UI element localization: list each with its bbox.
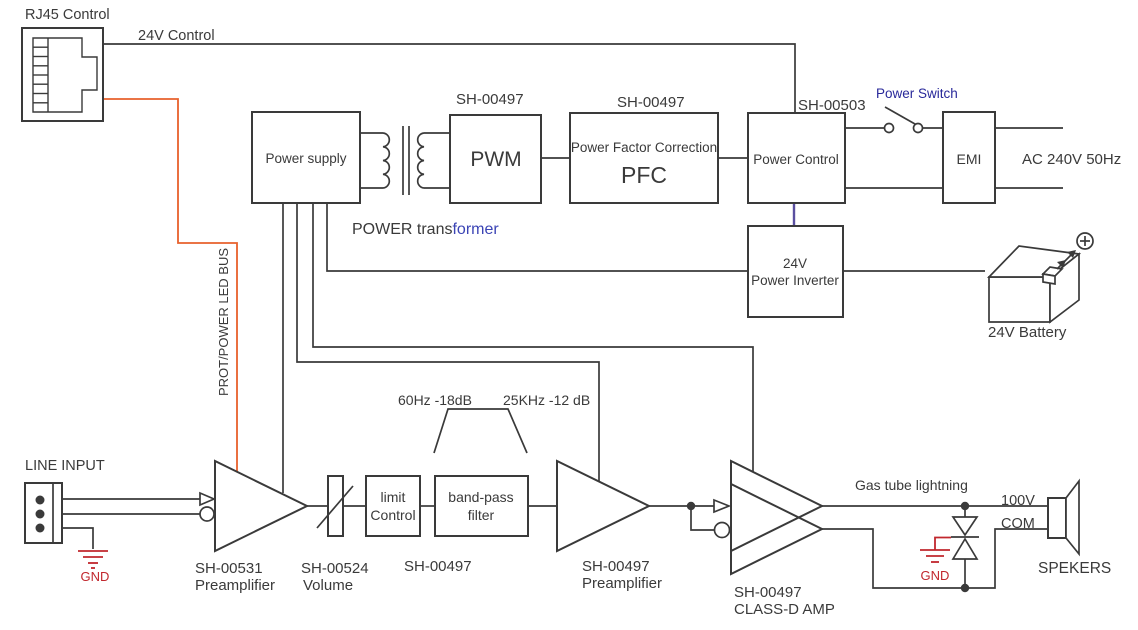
classd-label: CLASS-D AMP	[734, 601, 835, 618]
preamp2-triangle	[556, 459, 652, 553]
input-pin-1	[35, 495, 45, 505]
preamp1-inverting-input-circle	[199, 506, 215, 522]
volume-part-label: SH-00524	[301, 560, 369, 577]
bandpass-filter-box	[434, 475, 529, 537]
pwm-label: PWM	[470, 148, 521, 171]
transformer-secondary-winding	[416, 132, 425, 189]
preamp1-noninverting-input-arrow	[199, 491, 217, 507]
wire-rail-classd	[312, 203, 754, 472]
power-supply-box	[251, 111, 361, 204]
speaker-cone	[1065, 478, 1080, 557]
classd-amp-triangles	[730, 459, 825, 576]
preamp1-part-label: SH-00531	[195, 560, 263, 577]
wire-rail-inverter	[326, 203, 748, 272]
limit-label-line2: Control	[370, 507, 415, 523]
power-control-part-label: SH-00503	[798, 97, 866, 114]
power-control-box	[747, 112, 846, 204]
power-switch-symbol	[883, 106, 924, 134]
led-bus-label: PROT/POWER LED BUS	[216, 248, 231, 396]
emi-label: EMI	[957, 151, 982, 167]
pfc-label-line2: PFC	[621, 162, 667, 188]
classd-triangle-2	[730, 482, 825, 576]
ac-mains-label: AC 240V 50Hz	[1022, 151, 1121, 168]
battery-label: 24V Battery	[988, 324, 1067, 341]
input-gnd-label: GND	[81, 569, 110, 584]
gas-tube-upper-triangle	[951, 516, 979, 537]
power-inverter-box	[747, 225, 844, 318]
limit-label-line1: limit	[381, 489, 406, 505]
wire-24v-control	[103, 43, 796, 113]
limit-control-box	[365, 475, 421, 537]
input-pin-3	[35, 523, 45, 533]
wire-preamp2-classd-inverted	[690, 506, 714, 531]
bandpass-label-line1: band-pass	[448, 489, 513, 505]
battery-side-face	[1049, 252, 1080, 324]
power-switch-label: Power Switch	[876, 86, 958, 101]
volume-wiper-line	[316, 485, 354, 529]
rj45-label: RJ45 Control	[25, 7, 110, 23]
wire-input-ground	[62, 527, 94, 549]
gas-tube-lower-triangle	[951, 537, 979, 560]
power-transformer-label: POWER transformer	[352, 221, 499, 238]
24v-control-label: 24V Control	[138, 28, 215, 44]
classd-noninverting-input-arrow	[713, 498, 732, 514]
wire-output-com	[822, 528, 1048, 589]
speakers-label: SPEKERS	[1038, 560, 1111, 577]
preamp1-triangle	[214, 459, 310, 553]
preamp2-part-label: SH-00497	[582, 558, 650, 575]
bandpass-label-line2: filter	[468, 507, 495, 523]
switch-contact-left	[883, 122, 895, 134]
gas-tube-symbol	[951, 506, 979, 588]
junction-dot-preamp2-output	[686, 501, 696, 511]
inverter-label-line1: 24V	[783, 256, 807, 271]
ground-symbol-input	[78, 550, 108, 569]
rj45-pin-comb	[33, 46, 48, 104]
volume-label: Volume	[303, 577, 353, 594]
volume-symbol	[316, 475, 354, 537]
prot-power-led-bus-wire	[103, 98, 238, 471]
power-supply-label: Power supply	[265, 151, 346, 166]
line-input-label: LINE INPUT	[25, 458, 105, 474]
pfc-box	[569, 112, 719, 204]
100v-label: 100V	[1001, 493, 1035, 509]
preamp1-label: Preamplifier	[195, 577, 275, 594]
preamp2-label: Preamplifier	[582, 575, 662, 592]
pfc-label-line1: Power Factor Correction	[571, 140, 717, 155]
pwm-part-label: SH-00497	[456, 91, 524, 108]
power-control-label: Power Control	[753, 152, 839, 167]
battery-terminal-front	[1042, 272, 1056, 286]
classd-inverting-input-circle	[713, 521, 731, 539]
input-pin-2	[35, 509, 45, 519]
transformer-primary-winding	[382, 132, 391, 189]
rj45-jack-outline	[32, 37, 98, 113]
speaker-icon	[1047, 478, 1080, 557]
pwm-box	[449, 114, 542, 204]
battery-front-face	[988, 276, 1051, 323]
filter-part-label: SH-00497	[404, 558, 472, 575]
battery-symbol	[986, 232, 1094, 324]
battery-arrowhead-1	[1067, 250, 1076, 258]
switch-contact-right	[912, 122, 924, 134]
classd-part-label: SH-00497	[734, 584, 802, 601]
speaker-driver	[1047, 497, 1067, 539]
freq-low-label: 60Hz -18dB	[398, 392, 472, 408]
com-label: COM	[1001, 516, 1035, 532]
line-input-connector	[24, 482, 63, 544]
emi-box	[942, 111, 996, 204]
rj45-connector	[21, 27, 104, 122]
switch-lever	[884, 106, 916, 125]
bandpass-response-curve	[433, 408, 528, 454]
ground-symbol-output	[920, 536, 951, 563]
inverter-label-line2: Power Inverter	[751, 273, 839, 288]
gas-tube-label: Gas tube lightning	[855, 477, 968, 493]
transformer-symbol	[382, 126, 425, 195]
freq-high-label: 25KHz -12 dB	[503, 392, 590, 408]
battery-arrowhead-2	[1057, 260, 1066, 268]
plus-terminal-icon	[1076, 232, 1094, 250]
output-gnd-label: GND	[921, 568, 950, 583]
wire-rail-preamp2	[296, 203, 600, 481]
pfc-part-label: SH-00497	[617, 94, 685, 111]
